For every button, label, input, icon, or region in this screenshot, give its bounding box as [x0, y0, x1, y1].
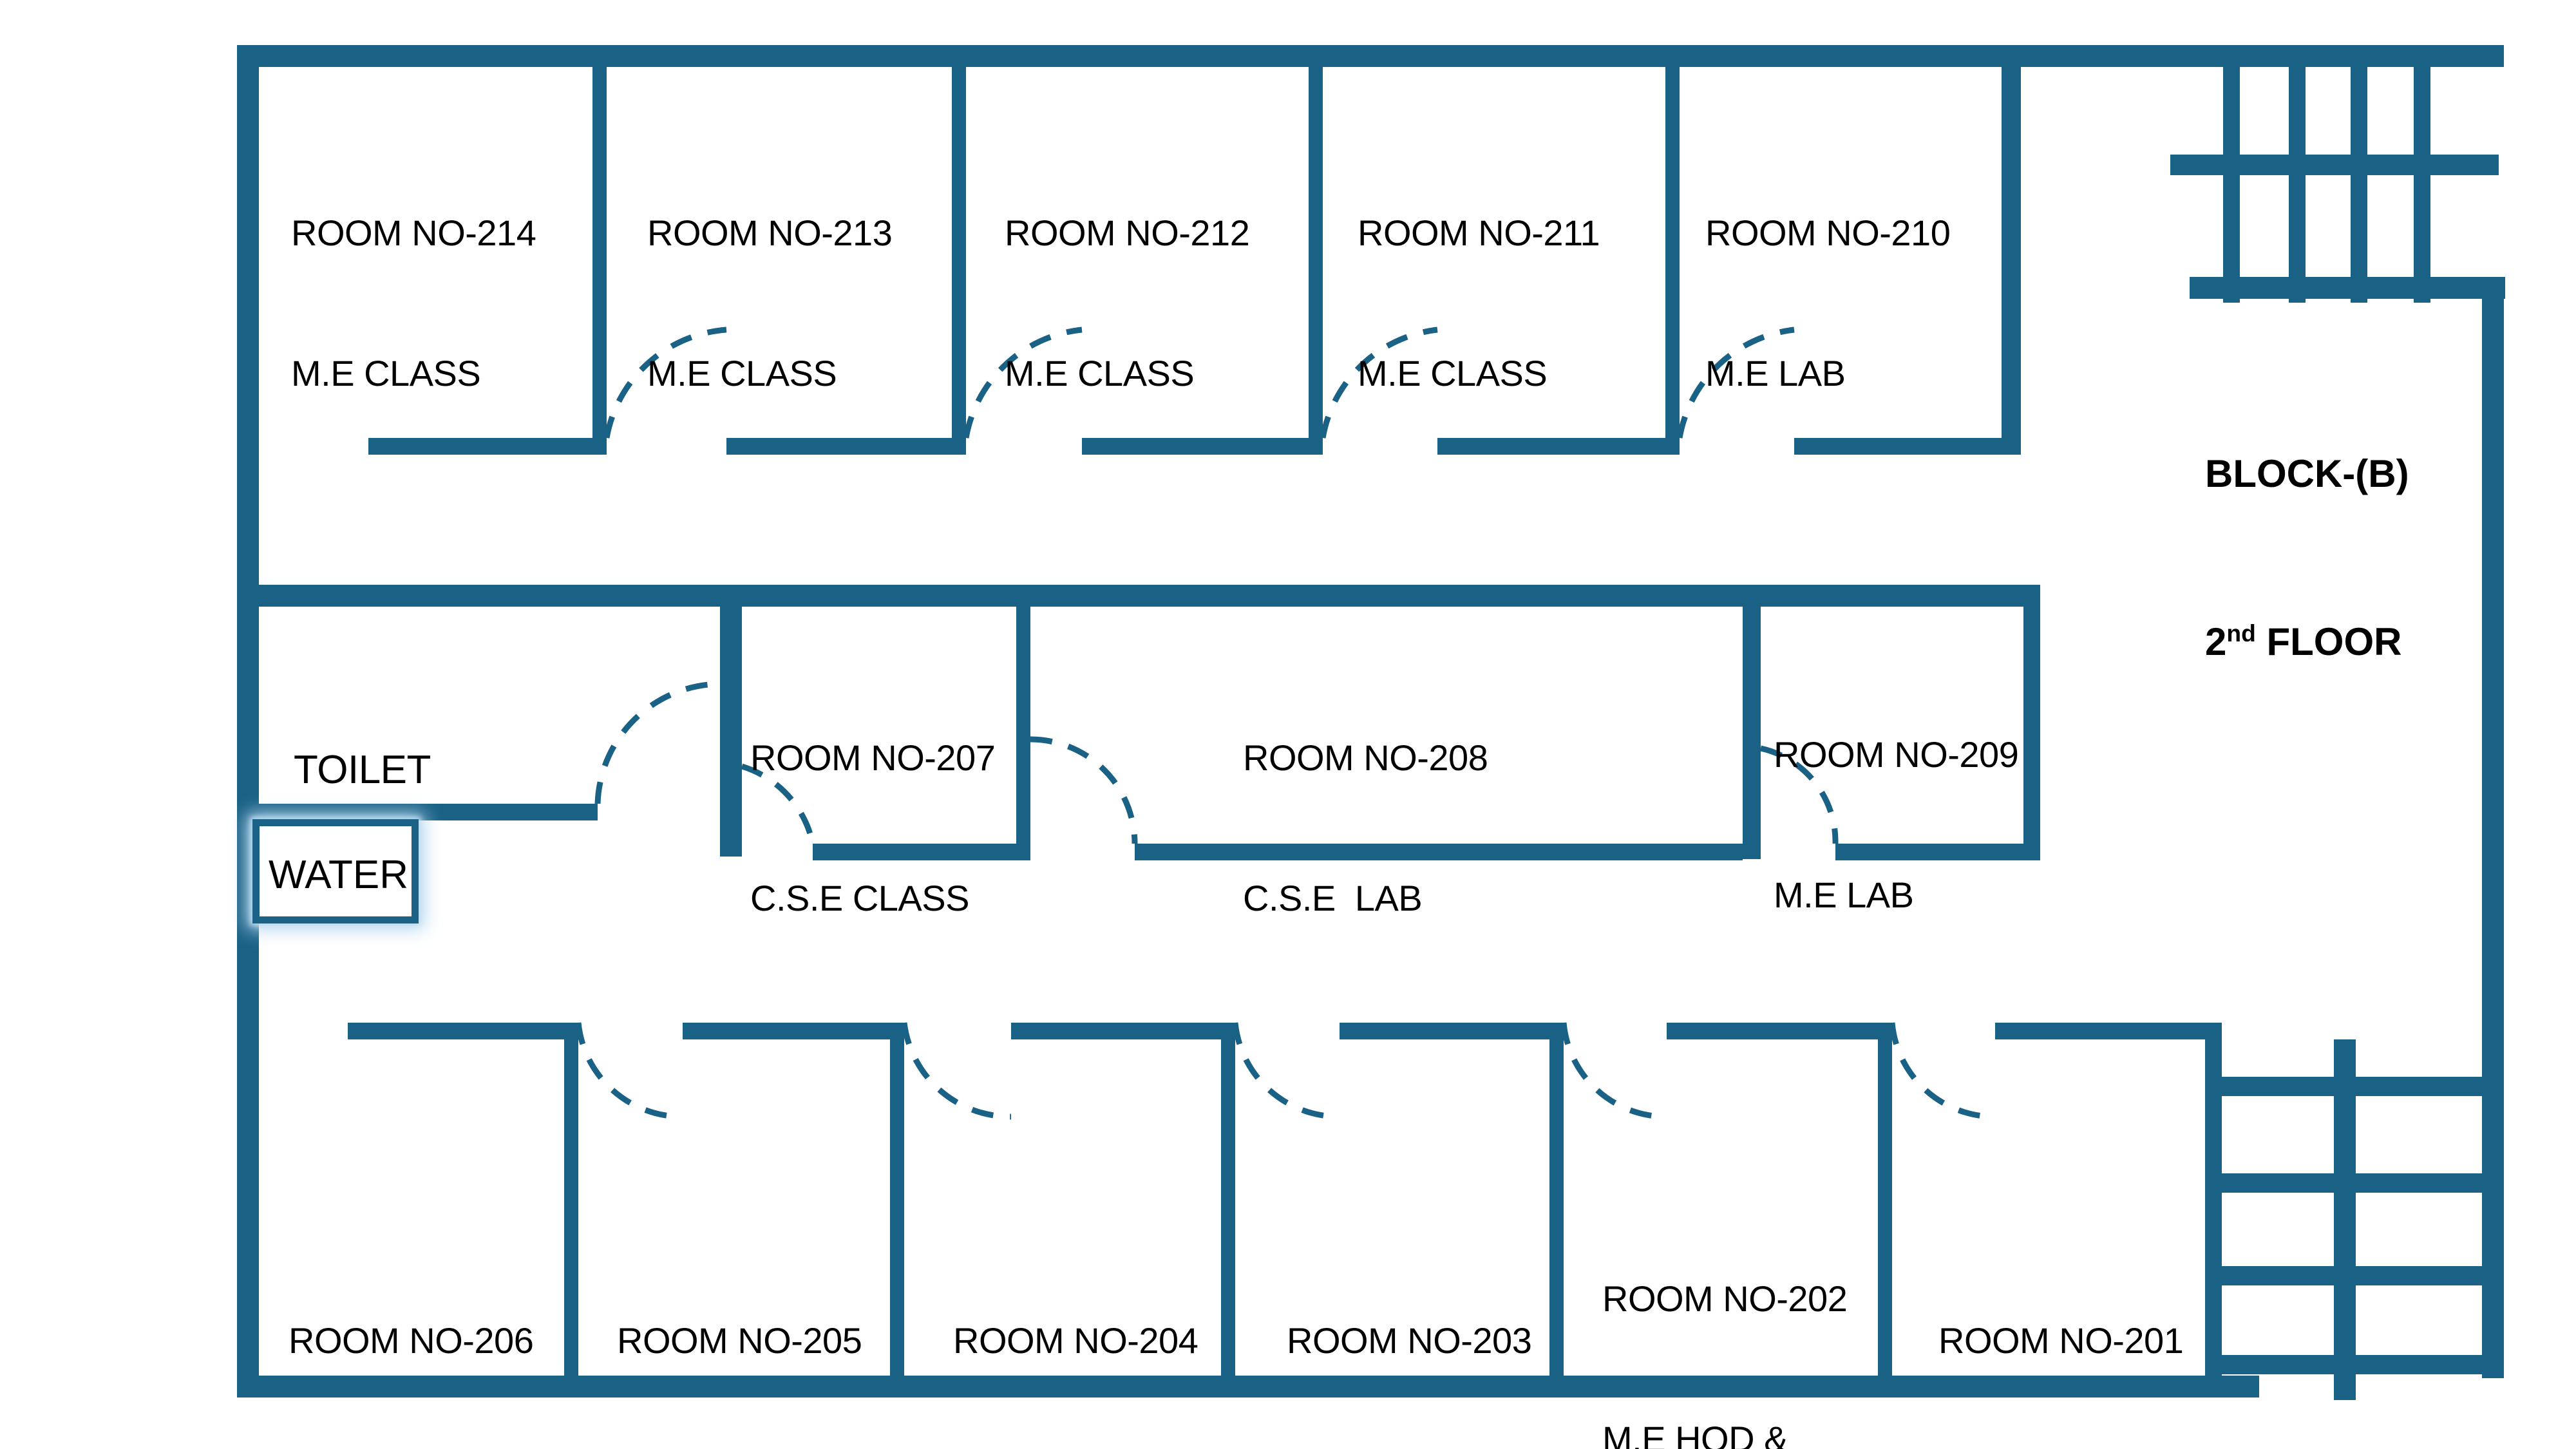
- wall-divider-206-205: [564, 1023, 578, 1383]
- door-arc-room-210: [1676, 327, 1795, 439]
- door-arc-room-207: [741, 763, 816, 844]
- door-arc-room-202: [1560, 1022, 1667, 1120]
- wall-bottom-room-209: [1835, 844, 2040, 860]
- wall-bottom-room-212: [1082, 438, 1323, 455]
- door-arc-room-203: [1232, 1022, 1340, 1120]
- wall-bottom-room-207: [813, 844, 1030, 860]
- wall-toilet-right: [720, 607, 742, 857]
- wall-right-room-209: [2023, 585, 2040, 860]
- wall-bottom-room-213: [726, 438, 966, 455]
- wall-top-room-201: [1995, 1023, 2219, 1039]
- wall-top-room-202: [1667, 1023, 1892, 1039]
- door-arc-room-204: [901, 1022, 1012, 1120]
- door-arc-room-205: [575, 1022, 683, 1120]
- door-arc-toilet: [594, 681, 721, 804]
- wall-bottom-room-208: [1135, 844, 1743, 860]
- wall-divider-211-210: [1665, 67, 1680, 453]
- wall-toilet-bottom: [237, 804, 598, 820]
- wall-top-room-206: [348, 1023, 578, 1039]
- wall-divider-213-212: [952, 67, 966, 453]
- wall-divider-202-201: [1878, 1023, 1892, 1383]
- wall-outer-right: [2482, 283, 2504, 1378]
- stair-tread-3: [2351, 45, 2367, 303]
- wall-divider-207-208: [1016, 607, 1030, 859]
- wall-divider-203-202: [1549, 1023, 1564, 1383]
- floor-name: 2nd FLOOR: [2205, 614, 2409, 670]
- stair-rail-top: [2170, 155, 2499, 175]
- stair-tread-1: [2223, 45, 2240, 303]
- wall-divider-208-209: [1743, 607, 1761, 859]
- door-arc-room-212: [963, 327, 1083, 439]
- wall-middle-band-top: [237, 585, 2040, 607]
- floor-number: 2: [2205, 620, 2227, 663]
- wall-divider-204-203: [1221, 1023, 1235, 1383]
- door-arc-room-211: [1320, 327, 1438, 439]
- stair-tread-2: [2289, 45, 2306, 303]
- wall-divider-212-211: [1309, 67, 1323, 453]
- door-arc-room-201: [1889, 1022, 1996, 1120]
- wall-divider-210-corridor: [2002, 67, 2021, 453]
- wall-bottom-room-214: [368, 438, 607, 455]
- block-title: BLOCK-(B) 2nd FLOOR: [2205, 334, 2409, 782]
- stair-center-divider: [2334, 1039, 2356, 1400]
- wall-divider-201-stairs: [2205, 1023, 2222, 1383]
- stair-tread-4: [2414, 45, 2430, 303]
- wall-outer-top: [237, 45, 2504, 67]
- stair-rail-bottom: [2190, 277, 2505, 299]
- block-name: BLOCK-(B): [2205, 452, 2409, 495]
- wall-outer-left: [237, 45, 259, 1397]
- floor-ordinal-suffix: nd: [2226, 620, 2256, 647]
- wall-outer-bottom: [237, 1376, 2259, 1397]
- wall-top-room-205: [683, 1023, 904, 1039]
- wall-top-room-204: [1011, 1023, 1235, 1039]
- wall-top-room-203: [1340, 1023, 1564, 1039]
- floor-word: FLOOR: [2255, 620, 2402, 663]
- wall-divider-214-213: [592, 67, 607, 453]
- door-arc-room-213: [603, 327, 727, 439]
- wall-bottom-room-210: [1794, 438, 2021, 455]
- wall-divider-205-204: [890, 1023, 904, 1383]
- door-arc-room-208: [1030, 736, 1138, 844]
- door-arc-room-209: [1760, 745, 1839, 844]
- water-label: WATER: [269, 853, 408, 897]
- water-point: WATER: [252, 819, 419, 923]
- wall-bottom-room-211: [1437, 438, 1680, 455]
